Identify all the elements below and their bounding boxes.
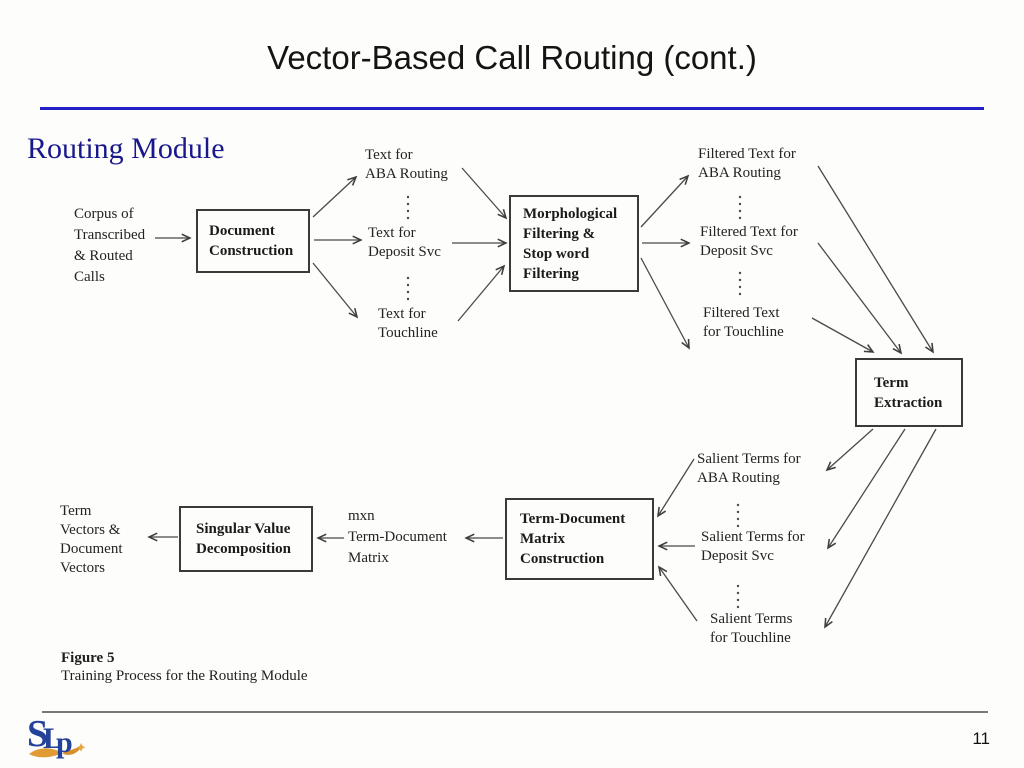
- arrow-text-touchline-to-morph: [457, 266, 504, 322]
- node-document-construction: Document Construction: [196, 209, 310, 273]
- section-heading: Routing Module: [27, 132, 225, 165]
- label-line: Text for: [365, 147, 413, 163]
- label-line: Matrix: [348, 550, 389, 566]
- label-line: for Touchline: [703, 324, 784, 340]
- arrow-text-aba-to-morph: [461, 167, 506, 218]
- arrow-term-extraction-to-salient-touchline: [825, 428, 937, 627]
- node-line: Document: [209, 223, 275, 239]
- arrow-term-extraction-to-salient-aba: [827, 428, 874, 470]
- logo-swoosh-right: [62, 745, 83, 755]
- label-line: Term-Document: [348, 529, 447, 545]
- label-line: Calls: [74, 269, 105, 285]
- label-line: Touchline: [378, 325, 438, 341]
- node-line: Extraction: [874, 394, 943, 411]
- label-line: mxn: [348, 508, 375, 524]
- label-mxn-matrix: mxn Term-Document Matrix: [348, 506, 447, 569]
- arrow-doc-to-text-touchline: [312, 262, 357, 317]
- label-line: & Routed: [74, 248, 133, 264]
- arrow-salient-touchline-to-td-matrix: [659, 567, 698, 622]
- label-text-aba: Text for ABA Routing: [365, 146, 448, 184]
- label-text-touchline: Text for Touchline: [378, 305, 438, 343]
- label-line: Filtered Text for: [700, 224, 798, 240]
- arrow-salient-aba-to-td-matrix: [658, 458, 695, 516]
- arrow-filtered-aba-to-term-extraction: [817, 165, 933, 352]
- label-line: ABA Routing: [365, 166, 448, 182]
- node-singular-value-decomposition: Singular Value Decomposition: [179, 506, 313, 572]
- label-filtered-aba: Filtered Text for ABA Routing: [698, 145, 796, 183]
- slp-logo: S L p: [27, 713, 86, 759]
- label-line: ABA Routing: [697, 470, 780, 486]
- arrow-doc-to-text-aba: [312, 177, 356, 218]
- label-line: Deposit Svc: [368, 244, 441, 260]
- label-line: Salient Terms for: [697, 451, 801, 467]
- node-line: Construction: [520, 551, 605, 567]
- label-line: Term: [60, 503, 92, 519]
- node-line: Filtering &: [523, 225, 596, 242]
- node-line: Matrix: [520, 531, 565, 547]
- label-line: ABA Routing: [698, 165, 781, 181]
- node-line: Morphological: [523, 205, 618, 222]
- node-term-extraction: Term Extraction: [855, 358, 963, 427]
- label-line: Vectors: [60, 560, 105, 576]
- label-line: Text for: [368, 225, 416, 241]
- figure-label: Figure 5: [61, 650, 115, 666]
- arrow-filtered-deposit-to-term-extraction: [817, 242, 901, 353]
- page-title: Vector-Based Call Routing (cont.): [267, 39, 757, 76]
- label-line: Salient Terms: [710, 611, 793, 627]
- label-salient-touchline: Salient Terms for Touchline: [710, 610, 792, 648]
- node-morphological-filtering: Morphological Filtering & Stop word Filt…: [509, 195, 639, 292]
- logo-sparkle: [76, 743, 86, 752]
- node-line: Filtering: [523, 265, 579, 282]
- node-line: Singular Value: [196, 521, 291, 537]
- label-line: Text for: [378, 306, 426, 322]
- label-text-deposit: Text for Deposit Svc: [368, 224, 441, 262]
- label-filtered-deposit: Filtered Text for Deposit Svc: [700, 223, 798, 261]
- footer-divider: [42, 711, 988, 713]
- logo-letter-p: p: [56, 726, 73, 759]
- node-line: Decomposition: [196, 541, 291, 557]
- arrow-term-extraction-to-salient-deposit: [828, 428, 906, 548]
- arrow-morph-to-filtered-touchline: [640, 257, 689, 348]
- label-salient-aba: Salient Terms for ABA Routing: [697, 450, 801, 488]
- label-line: Document: [60, 541, 123, 557]
- logo-letter-s: S: [27, 713, 48, 755]
- figure-caption: Figure 5 Training Process for the Routin…: [61, 649, 308, 685]
- label-line: Deposit Svc: [700, 243, 773, 259]
- label-line: Salient Terms for: [701, 529, 805, 545]
- label-salient-deposit: Salient Terms for Deposit Svc: [701, 528, 805, 566]
- title-underline: [40, 107, 984, 110]
- logo-letter-l: L: [43, 722, 63, 755]
- figure-caption-text: Training Process for the Routing Module: [61, 668, 308, 684]
- label-line: Deposit Svc: [701, 548, 774, 564]
- arrow-morph-to-filtered-aba: [640, 176, 688, 228]
- label-term-vectors: Term Vectors & Document Vectors: [60, 502, 122, 578]
- label-filtered-touchline: Filtered Text for Touchline: [703, 304, 784, 342]
- label-line: Filtered Text for: [698, 146, 796, 162]
- label-corpus: Corpus of Transcribed & Routed Calls: [74, 204, 145, 288]
- label-line: Corpus of: [74, 206, 134, 222]
- node-line: Term-Document: [520, 511, 626, 527]
- page-number: 11: [972, 729, 990, 748]
- node-line: Stop word: [523, 245, 590, 262]
- node-line: Construction: [209, 243, 294, 259]
- node-line: Term: [874, 374, 909, 391]
- label-line: Transcribed: [74, 227, 146, 243]
- node-term-document-matrix-construction: Term-Document Matrix Construction: [505, 498, 654, 580]
- label-line: for Touchline: [710, 630, 791, 646]
- logo-swoosh-left: [29, 748, 62, 758]
- arrow-filtered-touchline-to-term-extraction: [811, 317, 873, 352]
- label-line: Vectors &: [60, 522, 121, 538]
- label-line: Filtered Text: [703, 305, 780, 321]
